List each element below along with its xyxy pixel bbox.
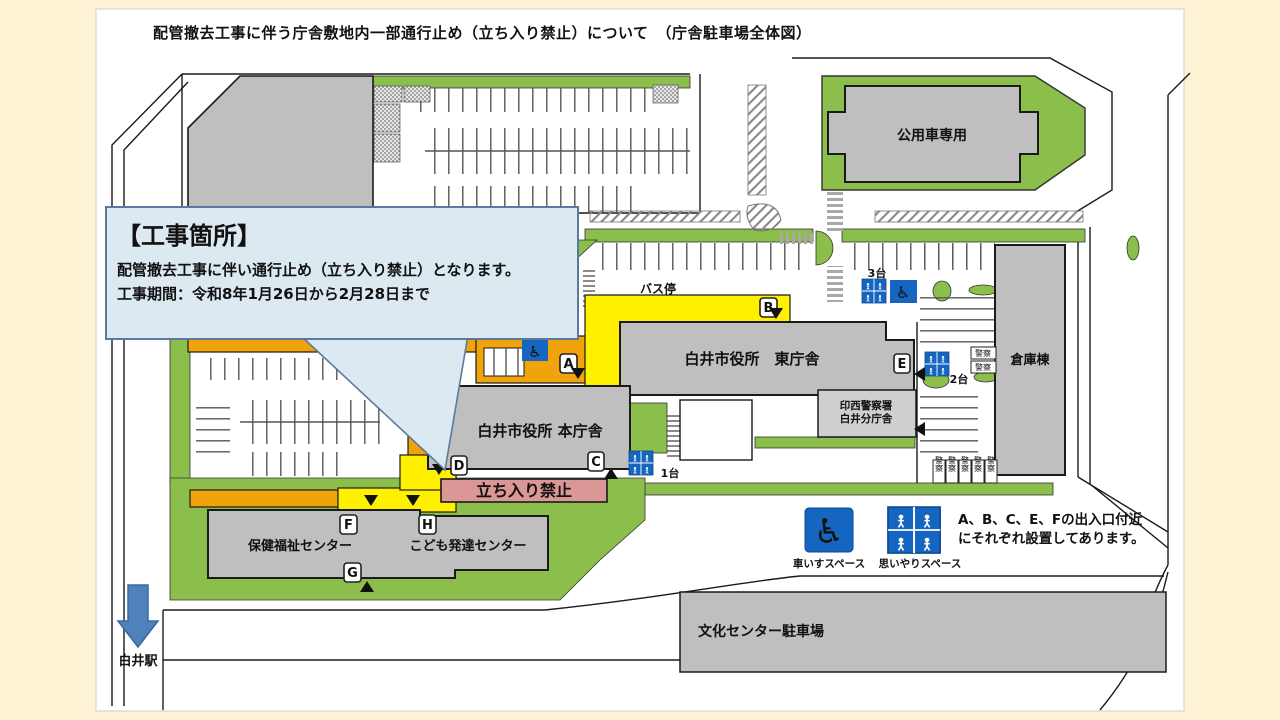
construction-callout: 【工事箇所】 配管撤去工事に伴い通行止め（立ち入り禁止）となります。 工事期間：… [105,206,579,340]
priority-space-icon-2 [925,352,949,376]
label-police-2: 白井分庁舎 [840,412,893,425]
stall-ticks-A [493,348,519,376]
police-stalls: 警察 警察 警察 警察 警察 警察 警察 [932,346,998,484]
callout-heading: 【工事箇所】 [117,222,261,250]
label-cap1: 1台 [661,466,680,480]
arrow-left-police [914,422,925,436]
wheelchair-glyph-3: ♿ [896,283,910,302]
label-culture-parking: 文化センター駐車場 [698,623,824,640]
station-arrow-icon [116,584,160,649]
svg-text:C: C [591,455,601,470]
accessibility-icons: ♿ ♿ ♿ [522,279,949,553]
label-no-entry: 立ち入り禁止 [476,481,572,500]
arrow-up-g [360,581,374,592]
label-child-center: こども発達センター [409,538,526,554]
road-markings [583,84,1084,458]
svg-text:G: G [347,566,358,581]
legend-note-1: A、B、C、E、Fの出入口付近 [958,511,1143,528]
map-labels: 公用車専用 白井市役所 東庁舎 白井市役所 本庁舎 印西警察署 白井分庁舎 倉庫… [118,127,1144,669]
callout-line-1: 配管撤去工事に伴い通行止め（立ち入り禁止）となります。 [117,261,521,279]
marker-g: G [343,562,362,583]
building-annex [679,399,753,461]
police-stall-label: 警察 [961,455,970,472]
svg-text:E: E [898,357,907,372]
label-legend-wheelchair: 車いすスペース [793,557,865,570]
parking-stalls [196,84,996,476]
arrow-down-yellow-1 [364,495,378,506]
marker-d: D [450,455,468,476]
priority-space-icon-3 [862,279,886,303]
svg-text:D: D [454,459,465,474]
arrow-left-e [914,367,925,381]
priority-space-icon-1 [629,451,653,475]
marker-h: H [418,514,437,535]
entrance-arrows [360,308,925,592]
label-official-cars: 公用車専用 [897,127,967,144]
label-east-bldg: 白井市役所 東庁舎 [684,350,820,368]
label-cap3: 3台 [868,266,887,280]
arrow-down-yellow-2 [406,495,420,506]
police-stall-label: 警察 [975,348,991,358]
page-title: 配管撤去工事に伴う庁舎敷地内一部通行止め（立ち入り禁止）について （庁舎駐車場全… [153,24,812,42]
police-stall-label: 警察 [987,455,996,472]
police-stall-label: 警察 [975,362,991,372]
arrow-up-c [604,468,618,479]
marker-c: C [587,451,605,472]
police-stall-label: 警察 [948,455,957,472]
wheelchair-icon [804,507,854,553]
svg-text:H: H [422,518,433,533]
label-health-center: 保健福祉センター [247,538,352,554]
svg-text:F: F [344,518,353,533]
building-warehouse [994,244,1066,476]
police-stall-label: 警察 [935,455,944,472]
svg-text:A: A [563,357,573,372]
wheelchair-glyph-a: ♿ [528,343,541,361]
priority-space-icon [888,507,940,553]
arrow-down-b [769,308,783,319]
building-culture-parking [679,591,1167,673]
label-main-bldg: 白井市役所 本庁舎 [477,422,603,440]
building-police-branch [817,389,917,438]
wheelchair-glyph: ♿ [814,512,844,552]
callout-line-2: 工事期間：令和8年1月26日から2月28日まで [117,285,431,303]
buildings [187,75,1167,673]
police-stall-label: 警察 [974,455,983,472]
arrow-down-a [571,368,585,379]
marker-f: F [339,514,358,535]
building-health-child-center [207,509,549,579]
no-entry-banner [440,478,608,503]
wheelchair-icon-a [522,340,548,361]
building-official-cars [827,85,1039,183]
entrance-markers: A B C D E F G H [339,297,911,583]
label-bus-stop: バス停 [640,281,676,296]
label-warehouse: 倉庫棟 [1009,352,1050,368]
legend-note-2: にそれぞれ設置してあります。 [958,530,1145,547]
road-boundaries [111,57,1191,711]
label-cap2: 2台 [950,372,969,386]
label-legend-priority: 思いやりスペース [879,558,962,570]
label-station: 白井駅 [118,653,158,669]
marker-e: E [893,353,911,374]
wheelchair-icon-3 [890,280,917,303]
label-police-1: 印西警察署 [840,399,893,412]
svg-text:B: B [764,301,774,316]
